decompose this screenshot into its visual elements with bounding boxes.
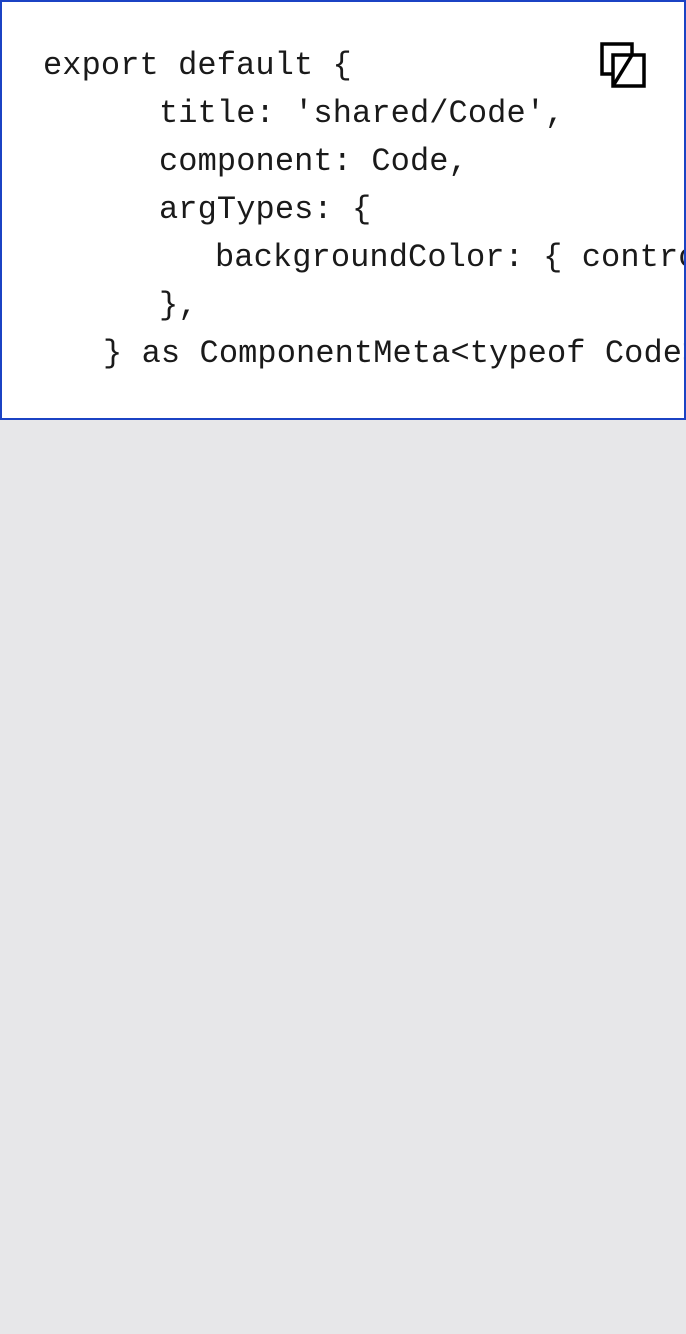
code-line: export default { bbox=[43, 47, 352, 84]
code-line: argTypes: { bbox=[159, 191, 372, 228]
code-line: backgroundColor: { control: 'color' }, bbox=[215, 239, 684, 276]
copy-button[interactable] bbox=[598, 40, 650, 92]
code-line: component: Code, bbox=[159, 143, 468, 180]
code-line: } as ComponentMeta<typeof Code>; bbox=[103, 335, 686, 372]
code-block: export default { title: 'shared/Code', c… bbox=[0, 0, 686, 420]
copy-icon bbox=[600, 42, 646, 88]
code-line: }, bbox=[159, 287, 198, 324]
code-line: title: 'shared/Code', bbox=[159, 95, 565, 132]
